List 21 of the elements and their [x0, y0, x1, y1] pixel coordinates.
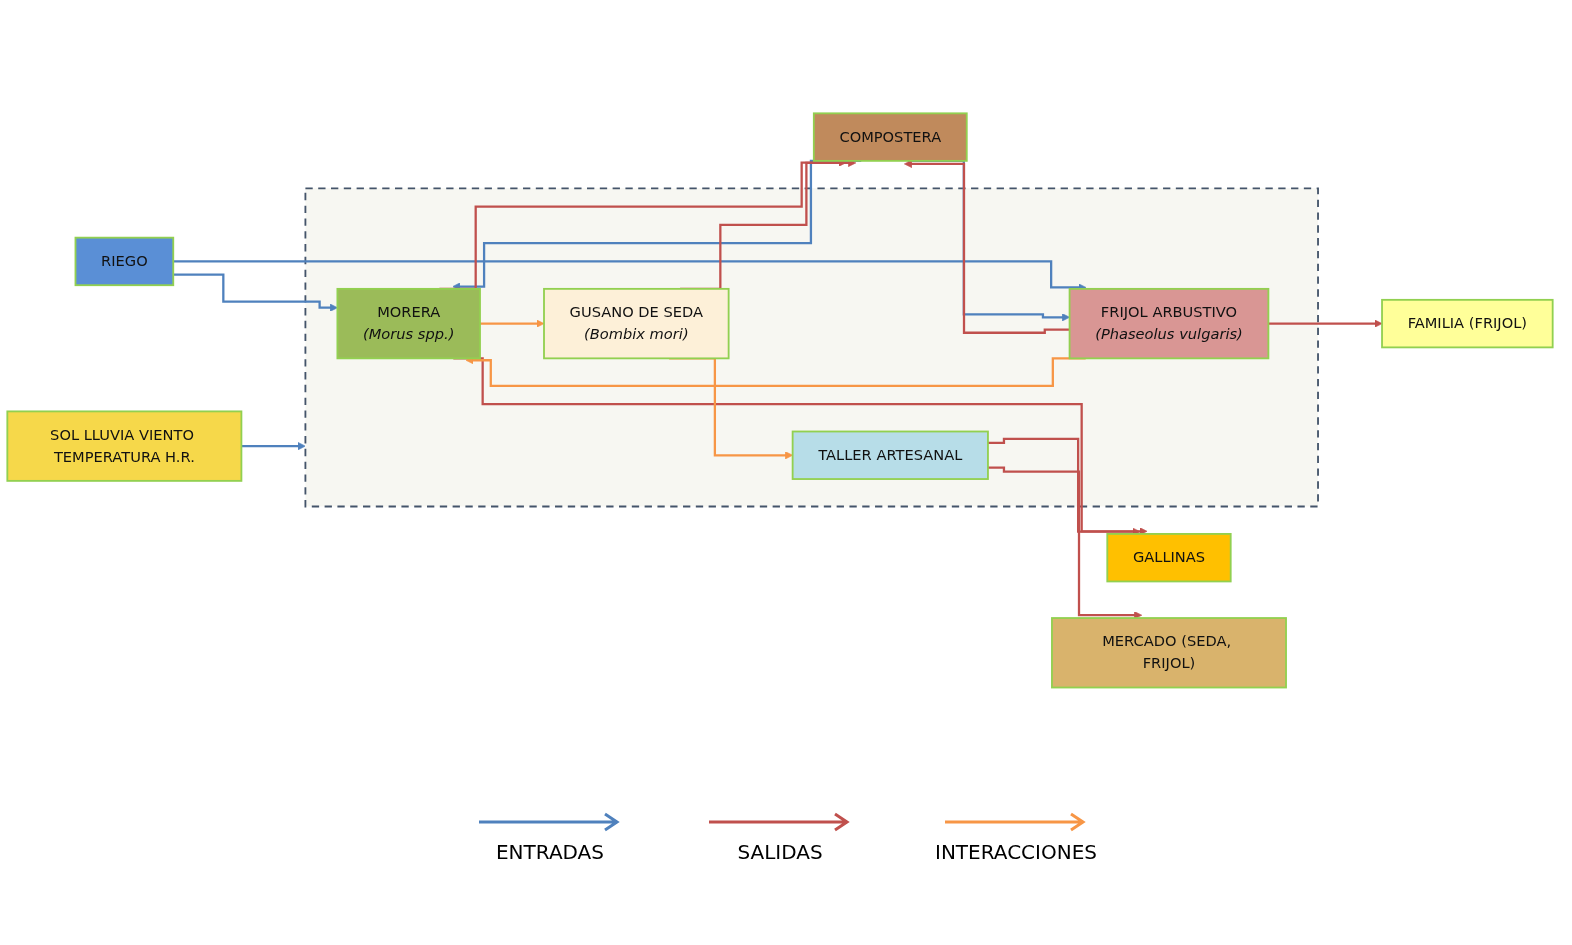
- arrow: [987, 437, 1141, 536]
- node-box: COMPOSTERA: [812, 111, 968, 162]
- node-box: SOL LLUVIA VIENTO TEMPERATURA H.R.: [6, 410, 243, 482]
- node-box: MORERA (Morus spp.): [336, 287, 481, 359]
- node-box: MERCADO (SEDA, FRIJOL): [1051, 616, 1287, 688]
- cluster: [304, 186, 1319, 507]
- node-box: FAMILIA (FRIJOL): [1381, 298, 1554, 348]
- node-box: TALLER ARTESANAL: [791, 430, 989, 480]
- arrow: [173, 273, 338, 312]
- arrow: [173, 259, 1087, 292]
- arrow: [1268, 319, 1383, 328]
- node-box: GALLINAS: [1106, 532, 1232, 582]
- node-box: RIEGO: [74, 236, 175, 286]
- arrow: [480, 319, 545, 328]
- legend-label: ENTRADAS: [496, 840, 604, 864]
- arrow: [241, 441, 306, 450]
- node-box: GUSANO DE SEDA (Bombix mori): [543, 287, 730, 359]
- legend-label: SALIDAS: [737, 840, 823, 864]
- node-box: FRIJOL ARBUSTIVO (Phaseolus vulgaris): [1068, 287, 1270, 359]
- legend-label: INTERACCIONES: [935, 840, 1097, 864]
- arrow: [987, 466, 1143, 619]
